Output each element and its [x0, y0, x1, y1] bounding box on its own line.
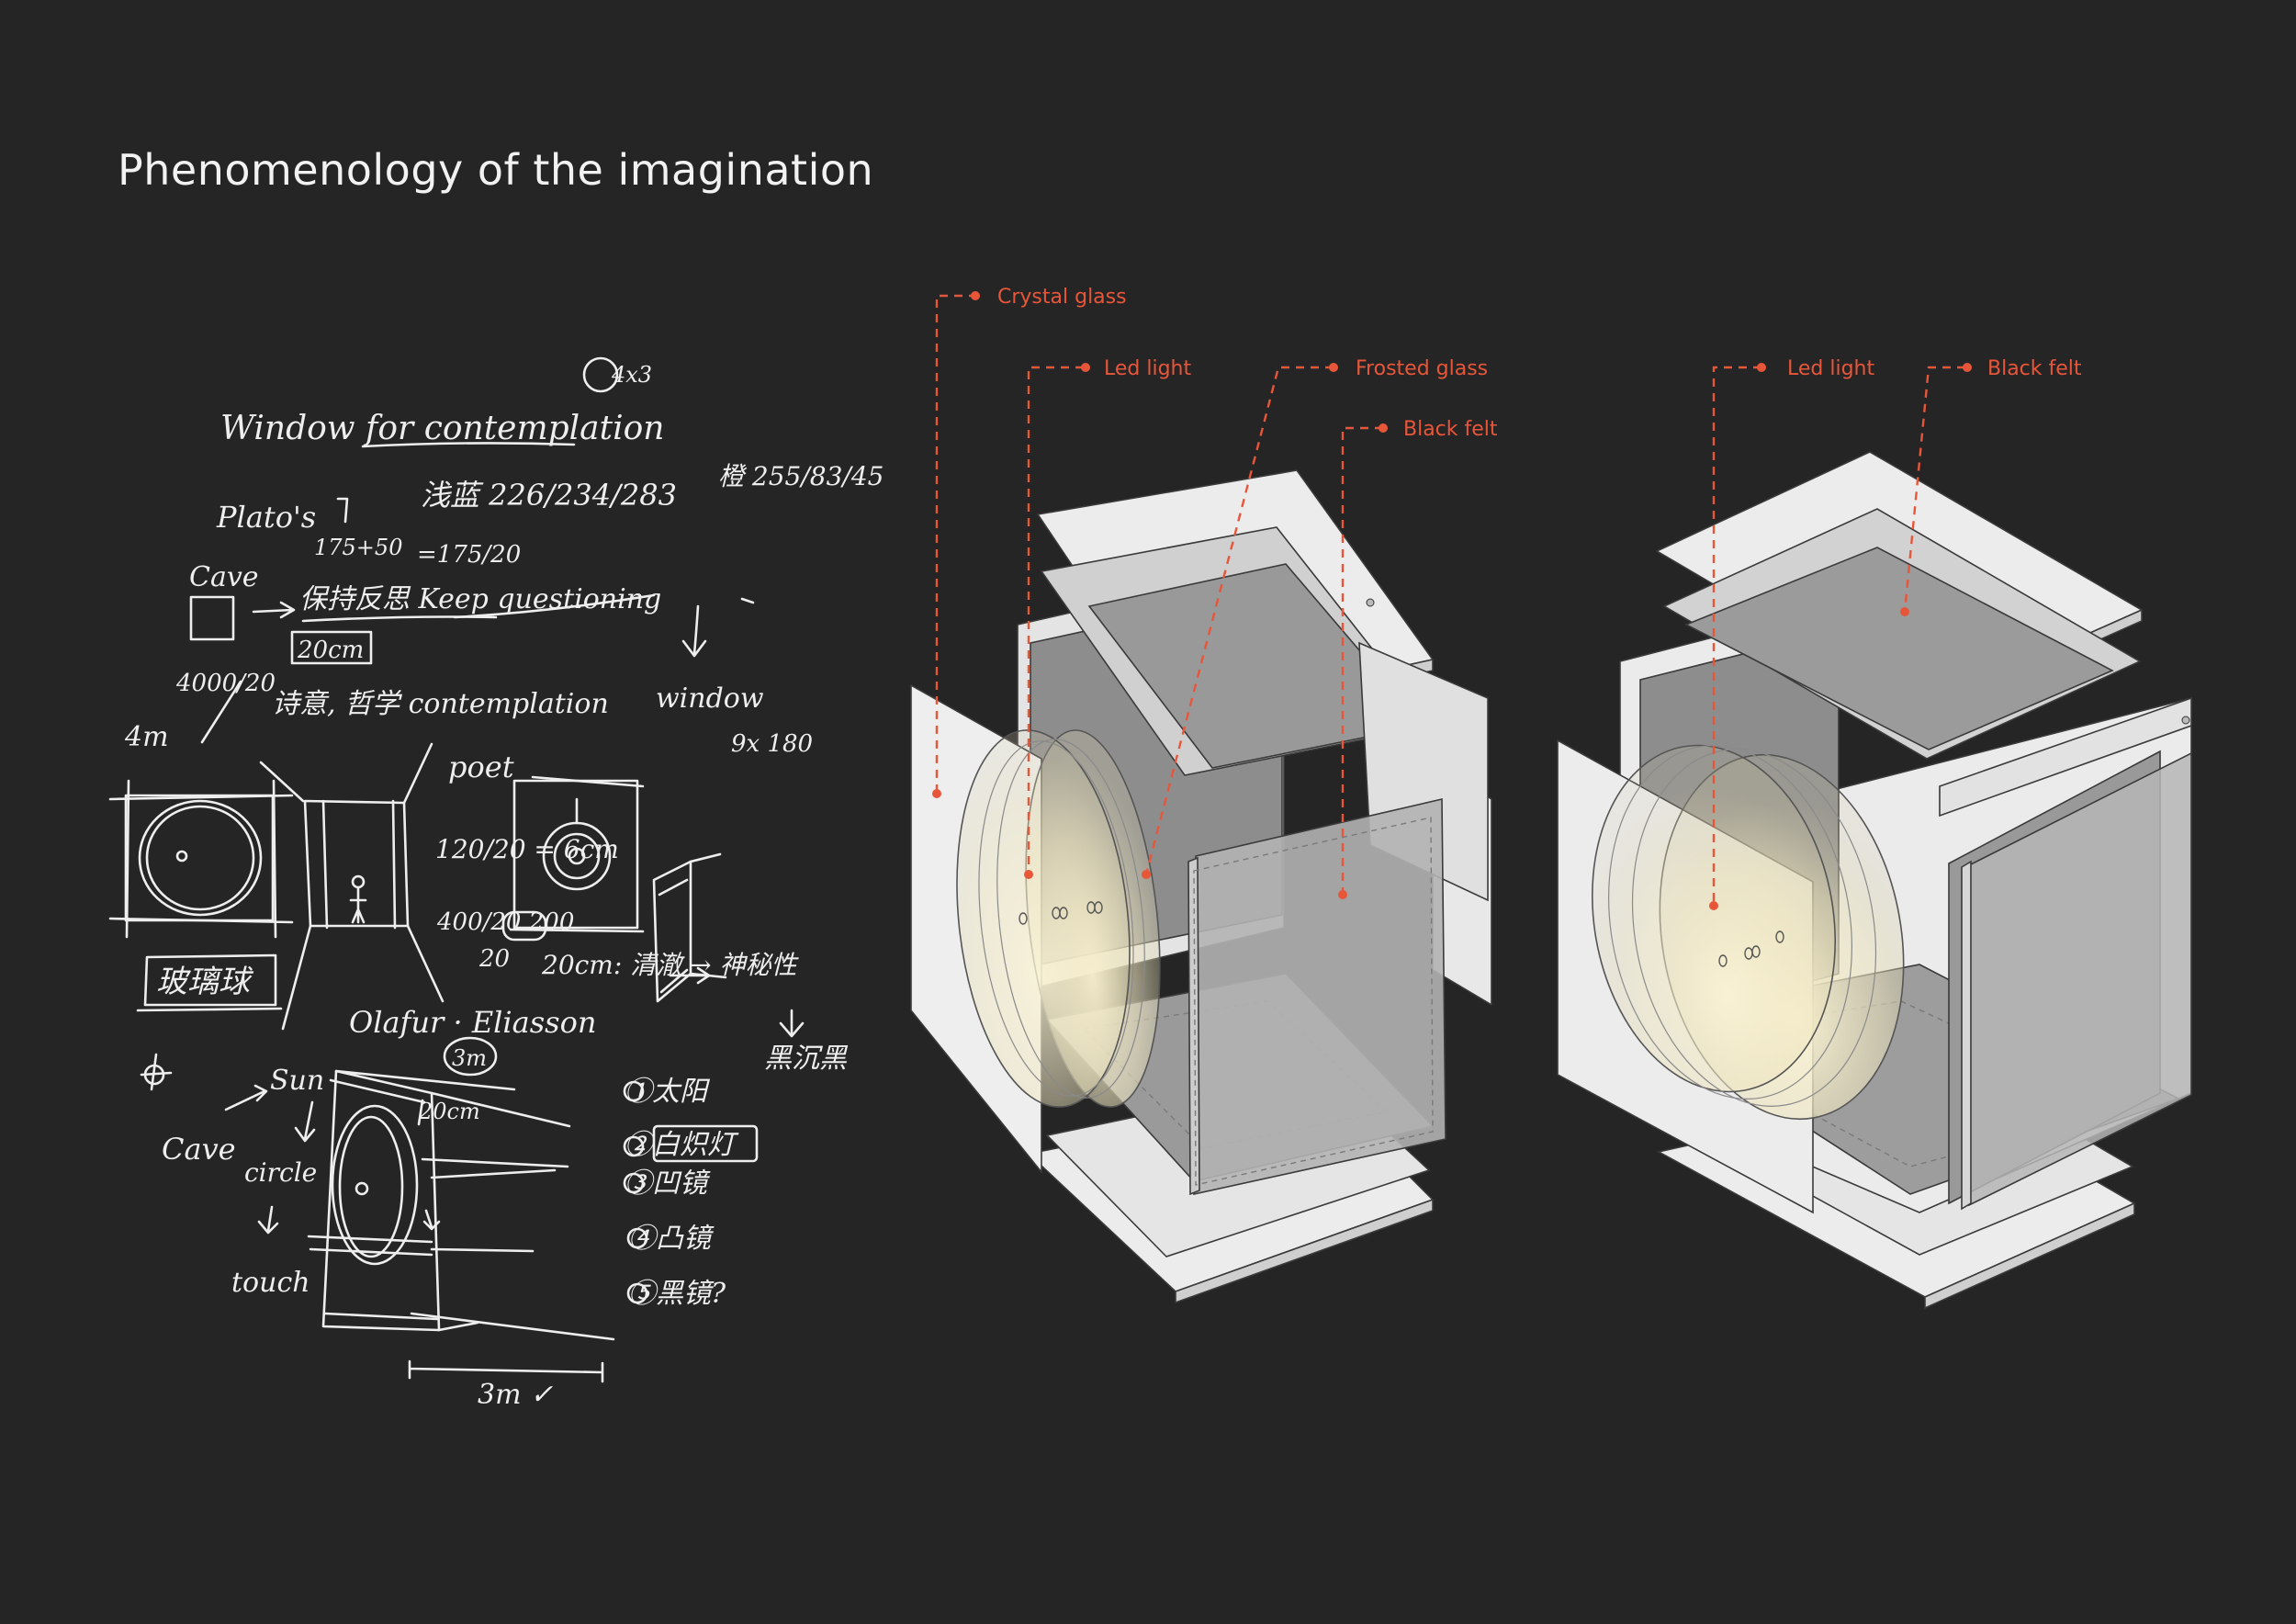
sketch-text-20cm-3: 20cm [418, 1099, 480, 1124]
sketch-text-400: 400/20 200 [436, 908, 574, 936]
left-exploded-diagram: Crystal glass Led light Frosted glass Bl… [910, 286, 1498, 1304]
hand-sketch: Window for contemplation 4x3 Plato's 浅蓝 … [108, 356, 884, 1411]
sketch-text-20cm: 20cm [297, 637, 364, 664]
sketch-text-color-blue: 浅蓝 226/234/283 [421, 478, 677, 513]
label-led-light-left: Led light [1104, 357, 1191, 380]
sketch-text-20cm-2: 20cm: 清澈 → 神秘性 [541, 950, 799, 980]
sketch-text-4m: 4m [124, 721, 169, 753]
sketch-text-window: Window for contemplation [220, 410, 665, 447]
sketch-text-20: 20 [478, 945, 510, 973]
sketch-text-plato: Plato's [216, 500, 316, 535]
sketch-text-3m-2: 3m ✓ [478, 1379, 553, 1411]
label-black-felt-left: Black felt [1403, 418, 1498, 441]
label-frosted-glass: Frosted glass [1356, 357, 1488, 380]
sketch-text-glass: 玻璃球 [156, 964, 254, 1000]
sketch-text-poet: poet [448, 750, 514, 784]
sketch-text-window2: window [656, 682, 764, 715]
sketch-text-sun: Sun [270, 1065, 324, 1097]
sketch-text-dims-a: 175+50 [314, 535, 402, 560]
sketch-text-poetry: 诗意, 哲学 contemplation [272, 688, 609, 720]
sketch-text-cave: Cave [189, 561, 259, 593]
label-crystal-glass: Crystal glass [997, 286, 1127, 309]
label-black-felt-right: Black felt [1987, 357, 2082, 380]
sketch-text-dims-b: =175/20 [417, 541, 521, 569]
label-led-light-right: Led light [1787, 357, 1874, 380]
sketch-list-item-5: ⑤黑镜? [628, 1278, 726, 1310]
sketch-text-120: 120/20 = 6cm [435, 834, 619, 864]
sketch-text-cave2: Cave [162, 1132, 236, 1167]
page-title: Phenomenology of the imagination [118, 145, 874, 195]
sketch-text-circle: circle [244, 1157, 317, 1188]
sketch-list-item-3: ③凹镜 [625, 1167, 711, 1200]
sketch-text-keep: 保持反思 Keep questioning [299, 583, 661, 615]
sketch-list-item-1: ①太阳 [625, 1076, 711, 1108]
sketch-text-4000: 4000/20 [175, 670, 276, 697]
right-exploded-diagram: Led light Black felt [1557, 357, 2192, 1310]
sketch-text-dark: 黑沉黑 [764, 1043, 849, 1075]
sketch-text-badge: 4x3 [611, 362, 652, 388]
sketch-list-item-4: ④凸镜 [628, 1223, 715, 1255]
sketch-text-9x: 9x 180 [731, 730, 813, 758]
left-frosted-glass [1193, 797, 1446, 1195]
sketch-list-item-2: ②白炽灯 [625, 1129, 739, 1161]
sketch-text-olafur: Olafur · Eliasson [349, 1005, 596, 1040]
sketch-text-3m: 3m [452, 1045, 487, 1071]
sketch-text-touch: touch [231, 1267, 310, 1299]
sketch-text-color-orange: 橙 255/83/45 [718, 461, 884, 491]
